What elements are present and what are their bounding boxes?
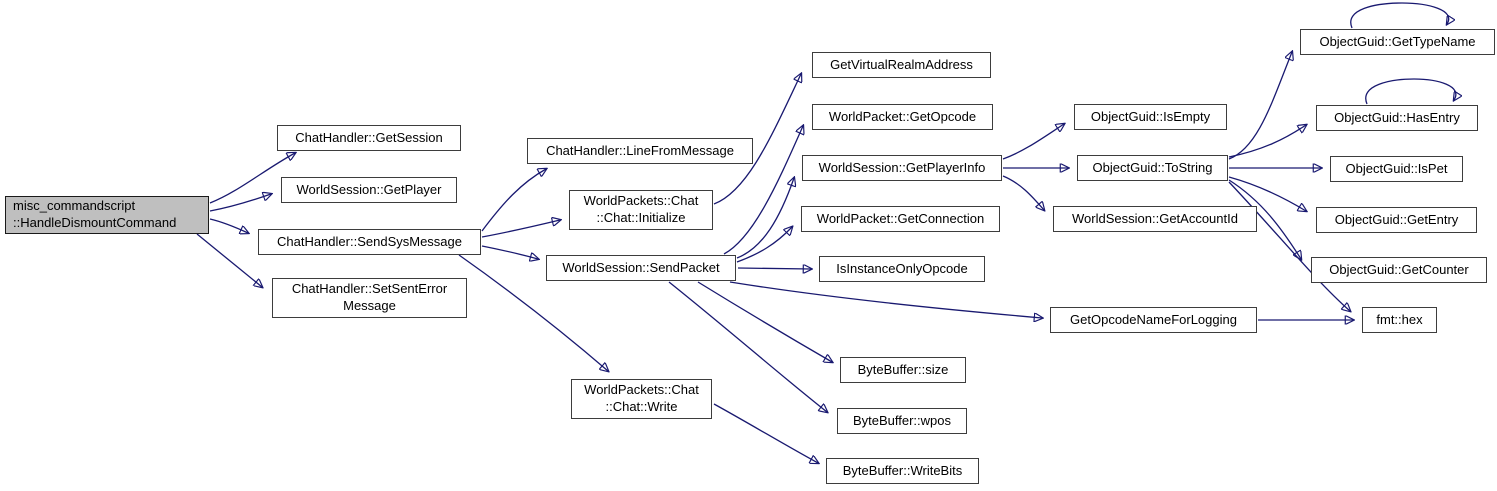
node-send-sys-message[interactable]: ChatHandler::SendSysMessage bbox=[258, 229, 481, 255]
edge-tostring-to-getcounter bbox=[1228, 179, 1301, 259]
node-get-session[interactable]: ChatHandler::GetSession bbox=[277, 125, 461, 151]
node-label: WorldSession::SendPacket bbox=[562, 259, 720, 275]
edge-getplayerinfo-to-isempty bbox=[1002, 124, 1064, 160]
node-send-packet[interactable]: WorldSession::SendPacket bbox=[546, 255, 736, 281]
edge-getplayerinfo-to-getaccountid bbox=[1002, 175, 1044, 210]
node-bytebuffer-size[interactable]: ByteBuffer::size bbox=[840, 357, 966, 383]
node-label: ObjectGuid::ToString bbox=[1092, 159, 1213, 175]
edge-tostring-to-gettypename bbox=[1228, 52, 1292, 160]
edge-main-to-getsession bbox=[209, 153, 295, 204]
node-label: GetOpcodeNameForLogging bbox=[1070, 311, 1237, 327]
node-label: ChatHandler::GetSession bbox=[295, 129, 443, 145]
edge-sendpacket-to-getplayerinfo bbox=[736, 178, 794, 259]
edge-sendpacket-to-isinstanceonlyopcode bbox=[737, 268, 811, 269]
edge-tostring-to-hasentry bbox=[1228, 125, 1306, 158]
node-get-counter[interactable]: ObjectGuid::GetCounter bbox=[1311, 257, 1487, 283]
node-get-opcode-name-for-logging[interactable]: GetOpcodeNameForLogging bbox=[1050, 307, 1257, 333]
node-label: WorldSession::GetPlayerInfo bbox=[818, 159, 986, 175]
edge-sendpacket-to-getconnection bbox=[736, 227, 792, 263]
node-label: ChatHandler::LineFromMessage bbox=[546, 142, 734, 158]
node-get-connection[interactable]: WorldPacket::GetConnection bbox=[801, 206, 1000, 232]
node-fmt-hex[interactable]: fmt::hex bbox=[1362, 307, 1437, 333]
node-label: ChatHandler::SetSentError Message bbox=[291, 281, 448, 313]
edge-main-to-sendsysmessage bbox=[209, 218, 248, 233]
edge-sendpacket-to-getopcodenameforlogging bbox=[729, 281, 1042, 318]
node-bytebuffer-wpos[interactable]: ByteBuffer::wpos bbox=[837, 408, 967, 434]
node-label: ObjectGuid::GetCounter bbox=[1329, 261, 1469, 277]
node-get-player[interactable]: WorldSession::GetPlayer bbox=[281, 177, 457, 203]
node-get-account-id[interactable]: WorldSession::GetAccountId bbox=[1053, 206, 1257, 232]
edge-hasentry-self-loop bbox=[1365, 78, 1456, 105]
node-to-string[interactable]: ObjectGuid::ToString bbox=[1077, 155, 1228, 181]
edge-sendpacket-to-bytebufferwpos bbox=[668, 281, 827, 412]
node-chat-write[interactable]: WorldPackets::Chat ::Chat::Write bbox=[571, 379, 712, 419]
node-label: ChatHandler::SendSysMessage bbox=[277, 233, 462, 249]
node-is-pet[interactable]: ObjectGuid::IsPet bbox=[1330, 156, 1463, 182]
node-label: fmt::hex bbox=[1376, 311, 1423, 327]
node-chat-initialize[interactable]: WorldPackets::Chat ::Chat::Initialize bbox=[569, 190, 713, 230]
node-is-empty[interactable]: ObjectGuid::IsEmpty bbox=[1074, 104, 1227, 130]
edge-main-to-setsenterror bbox=[196, 233, 262, 287]
edge-sendsysmessage-to-linefrommessage bbox=[481, 169, 546, 232]
node-line-from-message[interactable]: ChatHandler::LineFromMessage bbox=[527, 138, 753, 164]
edge-chatwrite-to-bytebufferwritebits bbox=[713, 403, 818, 463]
edge-sendpacket-to-bytebuffersize bbox=[697, 281, 832, 362]
node-label: WorldPacket::GetOpcode bbox=[828, 108, 977, 124]
edge-main-to-getplayer bbox=[209, 194, 271, 212]
node-label: ByteBuffer::WriteBits bbox=[842, 462, 963, 478]
node-handle-dismount-command[interactable]: misc_commandscript ::HandleDismountComma… bbox=[5, 196, 209, 234]
node-label: GetVirtualRealmAddress bbox=[830, 56, 973, 72]
node-has-entry[interactable]: ObjectGuid::HasEntry bbox=[1316, 105, 1478, 131]
node-label: IsInstanceOnlyOpcode bbox=[836, 260, 968, 276]
node-label: WorldSession::GetAccountId bbox=[1072, 210, 1238, 226]
node-label: ObjectGuid::GetEntry bbox=[1334, 211, 1459, 227]
node-get-opcode[interactable]: WorldPacket::GetOpcode bbox=[812, 104, 993, 130]
node-label: misc_commandscript ::HandleDismountComma… bbox=[13, 198, 177, 230]
node-label: ObjectGuid::GetTypeName bbox=[1319, 33, 1476, 49]
node-label: WorldSession::GetPlayer bbox=[296, 181, 442, 197]
edge-gettypename-self-loop bbox=[1350, 2, 1449, 29]
node-label: WorldPackets::Chat ::Chat::Write bbox=[584, 382, 699, 414]
edge-sendsysmessage-to-sendpacket bbox=[481, 245, 538, 259]
node-get-player-info[interactable]: WorldSession::GetPlayerInfo bbox=[802, 155, 1002, 181]
edge-chatinitialize-to-getvirtualrealmaddress bbox=[713, 74, 801, 205]
node-label: ObjectGuid::IsPet bbox=[1345, 160, 1448, 176]
edge-sendsysmessage-to-chatwrite bbox=[458, 254, 608, 371]
node-label: WorldPacket::GetConnection bbox=[816, 210, 985, 226]
edge-tostring-to-fmthex bbox=[1228, 181, 1350, 311]
node-label: ObjectGuid::HasEntry bbox=[1334, 109, 1460, 125]
edge-sendsysmessage-to-chatinitialize bbox=[481, 220, 560, 238]
node-get-entry[interactable]: ObjectGuid::GetEntry bbox=[1316, 207, 1477, 233]
node-set-sent-error-message[interactable]: ChatHandler::SetSentError Message bbox=[272, 278, 467, 318]
node-is-instance-only-opcode[interactable]: IsInstanceOnlyOpcode bbox=[819, 256, 985, 282]
node-label: ByteBuffer::wpos bbox=[852, 412, 952, 428]
node-get-type-name[interactable]: ObjectGuid::GetTypeName bbox=[1300, 29, 1495, 55]
edge-tostring-to-getentry bbox=[1228, 176, 1306, 211]
node-label: ObjectGuid::IsEmpty bbox=[1090, 108, 1211, 124]
node-label: ByteBuffer::size bbox=[857, 361, 949, 377]
node-label: WorldPackets::Chat ::Chat::Initialize bbox=[583, 193, 699, 225]
node-bytebuffer-writebits[interactable]: ByteBuffer::WriteBits bbox=[826, 458, 979, 484]
edge-sendpacket-to-getopcode bbox=[723, 126, 803, 255]
node-get-virtual-realm-address[interactable]: GetVirtualRealmAddress bbox=[812, 52, 991, 78]
